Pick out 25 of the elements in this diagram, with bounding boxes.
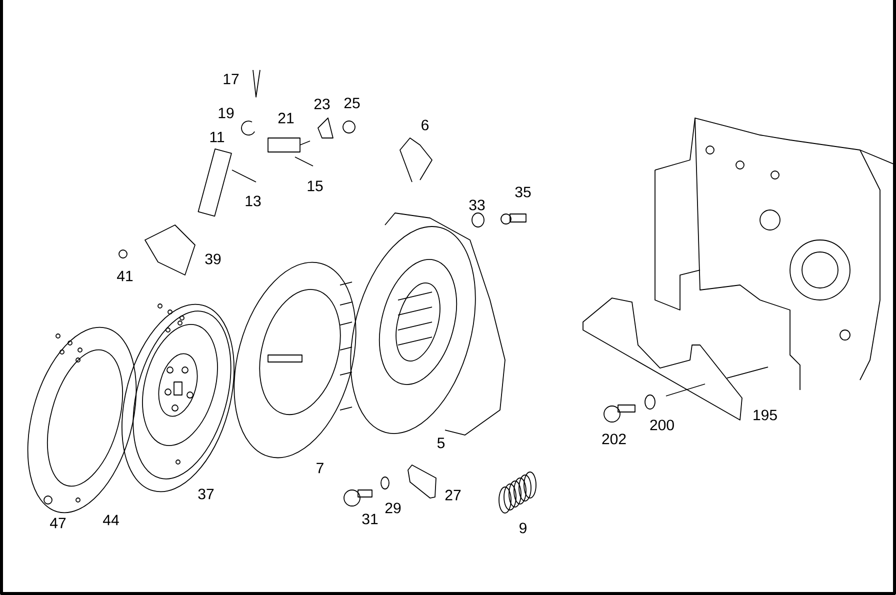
callout-number: 21 bbox=[278, 112, 294, 124]
callout-number: 39 bbox=[205, 254, 221, 264]
callout-number: 11 bbox=[210, 132, 224, 142]
callout-number: 31 bbox=[362, 514, 378, 524]
callout-number: 33 bbox=[469, 200, 485, 210]
callout-number: 23 bbox=[314, 98, 330, 110]
callout-number: 5 bbox=[437, 438, 445, 448]
callout-number: 195 bbox=[754, 410, 777, 420]
callout-number: 19 bbox=[218, 108, 234, 118]
callout-number: 37 bbox=[198, 488, 214, 500]
callout-number: 27 bbox=[445, 490, 461, 500]
callout-number: 41 bbox=[117, 270, 133, 282]
callout-number: 200 bbox=[650, 420, 674, 430]
callout-number: 7 bbox=[316, 462, 324, 474]
callout-number: 29 bbox=[385, 502, 401, 514]
callout-number: 6 bbox=[422, 120, 429, 130]
callout-number: 15 bbox=[308, 180, 323, 192]
callout-number: 13 bbox=[246, 196, 261, 206]
callout-number: 35 bbox=[515, 186, 531, 198]
callout-number: 44 bbox=[103, 514, 119, 526]
callout-number: 202 bbox=[602, 434, 626, 444]
callout-number: 17 bbox=[224, 74, 239, 84]
callout-number: 9 bbox=[520, 522, 526, 534]
callout-number: 25 bbox=[344, 98, 360, 108]
callout-number: 47 bbox=[50, 518, 66, 528]
